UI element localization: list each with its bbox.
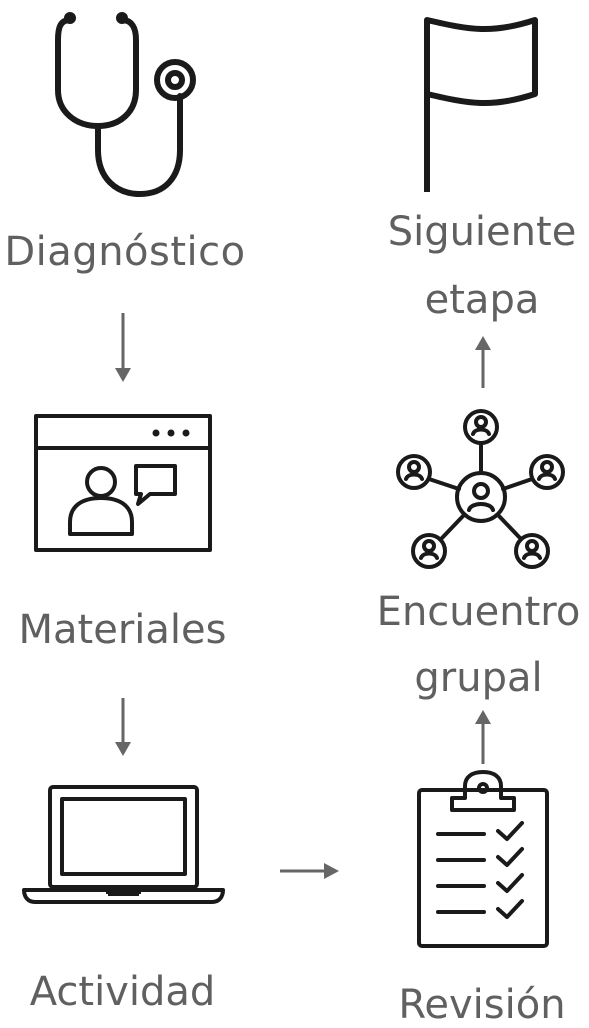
arrow-encuentro-to-siguiente <box>475 336 491 388</box>
video-chat-window-icon <box>34 414 212 552</box>
arrow-revision-to-encuentro <box>475 710 491 764</box>
network-people-icon <box>396 409 565 569</box>
clipboard-checklist-icon <box>417 770 549 948</box>
step-label-revision: Revisión <box>398 982 566 1028</box>
arrow-diagnostico-to-materiales <box>115 313 131 382</box>
step-label-siguiente-line1: Siguiente <box>387 209 577 255</box>
step-label-diagnostico: Diagnóstico <box>4 229 246 275</box>
flag-icon <box>424 17 538 192</box>
step-label-siguiente-line2: etapa <box>424 277 540 323</box>
laptop-icon <box>22 785 225 904</box>
step-label-encuentro-line2: grupal <box>414 655 543 701</box>
step-label-actividad: Actividad <box>29 969 216 1015</box>
step-label-encuentro-line1: Encuentro <box>376 589 581 635</box>
stethoscope-icon <box>55 12 196 197</box>
arrow-actividad-to-revision <box>280 863 339 879</box>
arrow-materiales-to-actividad <box>115 698 131 756</box>
step-label-materiales: Materiales <box>18 607 227 653</box>
